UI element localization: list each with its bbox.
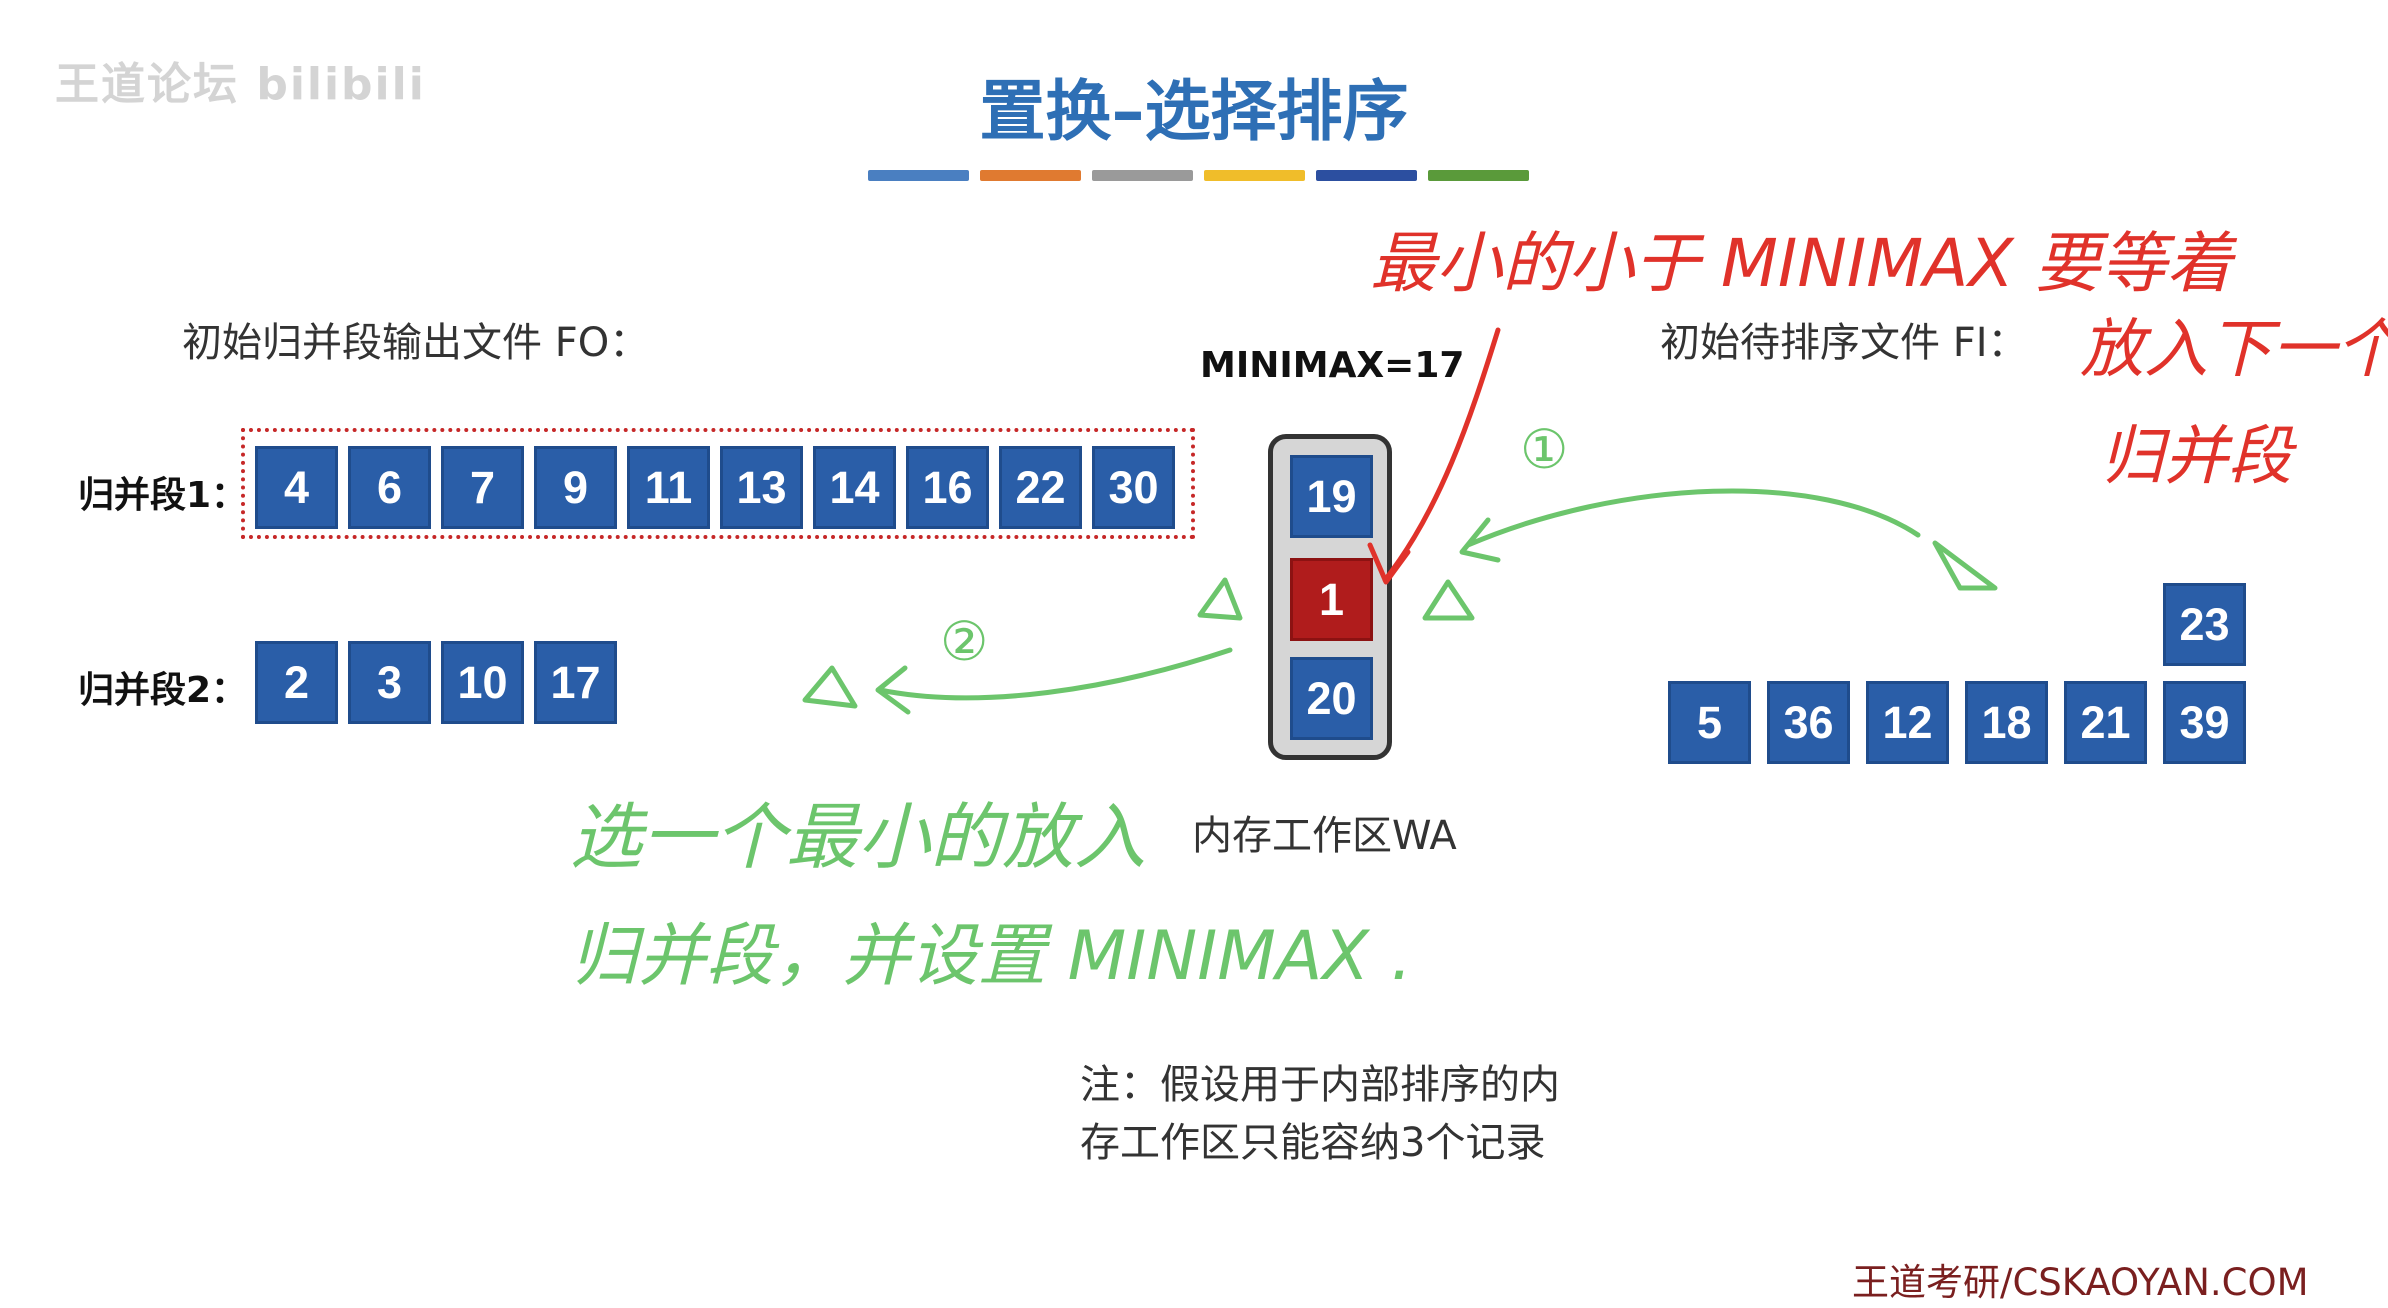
- seg1-label: 归并段1：: [78, 475, 248, 516]
- fi-record: 39: [2163, 681, 2246, 764]
- seg2-record: 17: [534, 641, 617, 724]
- minimax-label: MINIMAX=17: [1200, 345, 1465, 386]
- seg1-record: 13: [720, 446, 803, 529]
- annotation-red-2: 放入下一个: [2080, 313, 2388, 387]
- green-arrow-2: [877, 647, 1233, 701]
- green-arrow-1-head: [1459, 517, 1501, 563]
- seg1-record: 14: [813, 446, 896, 529]
- fi-record: 36: [1767, 681, 1850, 764]
- color-bars: [868, 170, 1529, 181]
- fi-record: 21: [2064, 681, 2147, 764]
- wa-label: 内存工作区WA: [1192, 813, 1457, 859]
- seg1-row: 4 6 7 9 11 13 14 16 22 30: [255, 446, 1175, 529]
- color-bar-3: [1092, 170, 1193, 181]
- seg2-label: 归并段2：: [78, 670, 248, 711]
- annotation-red-1: 最小的小于 MINIMAX 要等着: [1370, 225, 2233, 302]
- annotation-marker-1: ①: [1520, 418, 1569, 481]
- seg1-record: 22: [999, 446, 1082, 529]
- color-bar-5: [1316, 170, 1417, 181]
- annotation-marker-2: ②: [940, 610, 989, 673]
- red-arrow-head: [1367, 542, 1411, 585]
- seg1-record: 7: [441, 446, 524, 529]
- green-arrow-2-head: [875, 665, 911, 715]
- annotation-red-3: 归并段: [2100, 420, 2292, 494]
- seg2-record: 3: [348, 641, 431, 724]
- fi-label: 初始待排序文件 FI：: [1660, 320, 2028, 366]
- wa-record: 19: [1290, 455, 1373, 538]
- seg1-record: 6: [348, 446, 431, 529]
- note: 注：假设用于内部排序的内 存工作区只能容纳3个记录: [1080, 1056, 1620, 1172]
- seg1-record: 9: [534, 446, 617, 529]
- fo-label: 初始归并段输出文件 FO：: [182, 320, 650, 366]
- red-arrow: [1382, 327, 1501, 583]
- seg2-record: 2: [255, 641, 338, 724]
- seg1-record: 16: [906, 446, 989, 529]
- green-triangle: [802, 665, 858, 709]
- footer-brand: 王道考研/CSKAOYAN.COM: [1852, 1261, 2309, 1304]
- wa-record-highlight: 1: [1290, 558, 1373, 641]
- annotation-green-2: 归并段，并设置 MINIMAX .: [570, 917, 1413, 996]
- note-line-1: 注：假设用于内部排序的内: [1080, 1062, 1560, 1108]
- fi-record: 5: [1668, 681, 1751, 764]
- green-triangle: [1422, 579, 1475, 621]
- color-bar-2: [980, 170, 1081, 181]
- fi-record: 12: [1866, 681, 1949, 764]
- color-bar-4: [1204, 170, 1305, 181]
- green-arrow-1: [1465, 488, 1921, 548]
- annotation-green-1: 选一个最小的放入: [570, 795, 1147, 879]
- seg1-record: 11: [627, 446, 710, 529]
- seg1-highlight-frame: [241, 428, 1195, 539]
- fi-row: 5 36 12 18 21 39: [1668, 681, 2246, 764]
- color-bar-6: [1428, 170, 1529, 181]
- seg2-record: 10: [441, 641, 524, 724]
- green-triangle: [1932, 540, 1998, 591]
- seg1-record: 4: [255, 446, 338, 529]
- page-title: 置换–选择排序: [979, 73, 1409, 150]
- fi-record: 18: [1965, 681, 2048, 764]
- color-bar-1: [868, 170, 969, 181]
- note-line-2: 存工作区只能容纳3个记录: [1080, 1120, 1546, 1166]
- wa-record: 20: [1290, 657, 1373, 740]
- seg2-row: 2 3 10 17: [255, 641, 617, 724]
- green-triangle: [1197, 577, 1243, 621]
- fi-record: 23: [2163, 583, 2246, 666]
- seg1-record: 30: [1092, 446, 1175, 529]
- watermark: 王道论坛 bilibili: [55, 59, 426, 110]
